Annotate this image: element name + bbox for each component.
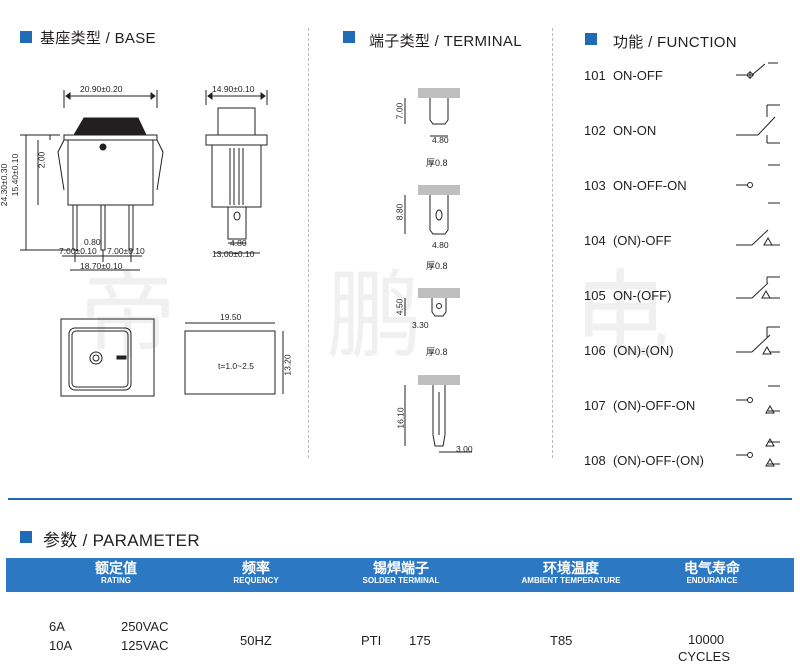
dim-t3-height: 4.50 [394, 298, 405, 316]
rating-current-1: 6A [49, 619, 65, 634]
header-endurance: 电气寿命 ENDURANCE [662, 558, 762, 586]
function-section-marker [585, 33, 597, 45]
symbol-103-icon [736, 164, 780, 204]
frequency-value: 50HZ [240, 633, 272, 648]
function-code: 108 [584, 453, 606, 468]
symbol-101-icon [736, 62, 778, 79]
header-endurance-cn: 电气寿命 [684, 560, 740, 576]
parameter-table-header: 额定值 RATING 频率 REQUENCY 锡焊端子 SOLDER TERMI… [6, 558, 794, 592]
dim-panel-height: 13.20 [282, 354, 293, 376]
header-frequency-en: REQUENCY [233, 576, 279, 585]
function-name: (ON)-OFF-(ON) [612, 453, 704, 468]
header-rating: 额定值 RATING [66, 558, 166, 586]
dim-t1-width: 4.80 [432, 135, 449, 145]
function-item-101: 101 ON-OFF [584, 68, 663, 83]
solder-terminal-value: 175 [409, 633, 431, 648]
solder-terminal-type: PTI [361, 633, 382, 648]
function-item-102: 102 ON-ON [584, 123, 656, 138]
function-symbols [736, 62, 780, 467]
dim-pin-pitch-2: 7.00±0.10 [107, 246, 145, 256]
t2-thickness: 厚0.8 [426, 261, 448, 271]
section-divider [8, 498, 792, 500]
function-item-105: 105 ON-(OFF) [584, 288, 671, 303]
header-temperature-en: AMBIENT TEMPERATURE [521, 576, 621, 585]
dim-pin-span: 18.70±0.10 [80, 261, 123, 271]
dim-panel-thickness: t=1.0~2.5 [218, 361, 254, 371]
function-name: (ON)-(ON) [612, 343, 674, 358]
function-item-108: 108 (ON)-OFF-(ON) [584, 453, 704, 468]
function-section-title: 功能 / FUNCTION [613, 34, 737, 51]
terminal-section-title: 端子类型 / TERMINAL [369, 33, 522, 50]
dim-terminal-width: 4.80 [230, 238, 247, 248]
function-name: ON-OFF-ON [612, 178, 687, 193]
symbol-105-icon [736, 276, 780, 299]
header-frequency-cn: 频率 [242, 560, 270, 576]
function-item-107: 107 (ON)-OFF-ON [584, 398, 695, 413]
function-name: (ON)-OFF-ON [612, 398, 696, 413]
dim-t2-height: 8.80 [394, 203, 405, 221]
header-endurance-en: ENDURANCE [686, 576, 738, 585]
dim-height-body: 15.40±0.10 [10, 153, 21, 197]
dim-pin-pitch-1: 7.00±0.10 [59, 246, 97, 256]
terminal-drawing [404, 88, 472, 453]
function-code: 104 [584, 233, 606, 248]
symbol-104-icon [736, 229, 780, 246]
dim-panel-width: 19.50 [220, 312, 242, 322]
dim-height-total: 24.30±0.30 [0, 163, 10, 207]
header-temperature: 环境温度 AMBIENT TEMPERATURE [496, 558, 646, 586]
header-solder-terminal: 锡焊端子 SOLDER TERMINAL [336, 558, 466, 586]
header-rating-cn: 额定值 [95, 560, 137, 576]
dim-side-width: 14.90±0.10 [212, 84, 255, 94]
temperature-value: T85 [550, 633, 573, 648]
function-item-106: 106 (ON)-(ON) [584, 343, 674, 358]
dim-t3-width: 3.30 [412, 320, 429, 330]
parameter-section-title: 参数 / PARAMETER [43, 531, 200, 550]
base-drawing [20, 90, 284, 397]
header-rating-en: RATING [100, 576, 132, 585]
endurance-value: 10000 [688, 632, 725, 647]
function-item-103: 103 ON-OFF-ON [584, 178, 687, 193]
symbol-102-icon [736, 104, 780, 144]
header-solder-terminal-cn: 锡焊端子 [373, 560, 429, 576]
header-solder-terminal-en: SOLDER TERMINAL [362, 576, 440, 585]
dim-t4-height: 16.10 [395, 407, 406, 429]
dim-base-width: 20.90±0.20 [80, 84, 123, 94]
t3-thickness: 厚0.8 [426, 347, 448, 357]
base-section-title: 基座类型 / BASE [40, 30, 156, 47]
function-name: (ON)-OFF [612, 233, 672, 248]
dim-t2-width: 4.80 [432, 240, 449, 250]
parameter-section-marker [20, 531, 32, 543]
header-frequency: 频率 REQUENCY [206, 558, 306, 586]
symbol-107-icon [736, 385, 780, 414]
endurance-unit: CYCLES [678, 649, 731, 664]
symbol-106-icon [736, 326, 780, 355]
dim-side-depth: 13.00±0.10 [212, 249, 255, 259]
base-section-marker [20, 31, 32, 43]
function-code: 106 [584, 343, 606, 358]
function-name: ON-OFF [612, 68, 663, 83]
separator-1 [308, 28, 309, 458]
header-temperature-cn: 环境温度 [543, 560, 599, 576]
function-code: 101 [584, 68, 606, 83]
dim-t1-height: 7.00 [394, 102, 405, 120]
dim-height-top: 2.00 [36, 151, 47, 169]
symbol-108-icon [736, 437, 780, 467]
rating-voltage-2: 125VAC [121, 638, 169, 653]
dim-t4-width: 3.00 [456, 444, 473, 454]
rating-voltage-1: 250VAC [121, 619, 169, 634]
function-code: 105 [584, 288, 606, 303]
function-code: 107 [584, 398, 606, 413]
function-name: ON-(OFF) [612, 288, 672, 303]
rating-current-2: 10A [49, 638, 73, 653]
terminal-section-marker [343, 31, 355, 43]
function-code: 102 [584, 123, 606, 138]
separator-2 [552, 28, 553, 458]
t1-thickness: 厚0.8 [426, 158, 448, 168]
function-name: ON-ON [612, 123, 657, 138]
dim-pin-width: 0.80 [84, 237, 101, 247]
function-item-104: 104 (ON)-OFF [584, 233, 671, 248]
function-code: 103 [584, 178, 606, 193]
